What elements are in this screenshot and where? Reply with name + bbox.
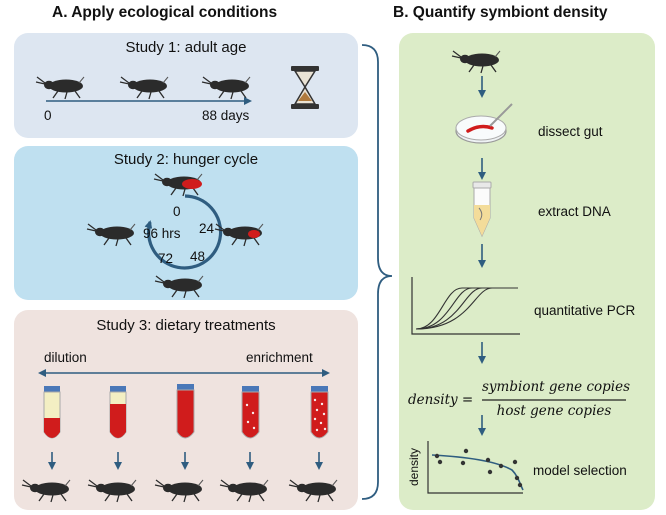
bug-diet-5: [288, 479, 338, 503]
formula-denominator: host gene copies: [496, 403, 612, 419]
vial-4: [241, 386, 260, 439]
vial-to-bug-arrows: [48, 452, 323, 470]
enrichment-label: enrichment: [246, 350, 313, 365]
qpcr-plot: [411, 277, 520, 335]
study1-title: Study 1: adult age: [125, 39, 247, 56]
bug-day88: [201, 76, 251, 100]
bug-mid: [119, 76, 169, 100]
study2-panel: [14, 146, 358, 300]
hunger-cycle-arrow: [144, 194, 223, 270]
hourglass-icon: [291, 66, 319, 109]
vial-5: [310, 386, 329, 439]
cycle-tick-48: 48: [190, 249, 206, 264]
header-left: A. Apply ecological conditions: [52, 4, 278, 21]
model-plot-ylabel: density: [407, 447, 422, 487]
bug-diet-3: [154, 479, 204, 503]
step-extract-label: extract DNA: [538, 204, 611, 219]
age-start-label: 0: [44, 108, 52, 123]
dna-tube-icon: [472, 181, 492, 238]
vial-2: [109, 386, 127, 439]
formula-lhs: density =: [408, 392, 474, 408]
bug-96hrs: [86, 223, 136, 247]
study2-title: Study 2: hunger cycle: [113, 151, 259, 168]
formula-numerator: symbiont gene copies: [482, 379, 631, 395]
header-right: B. Quantify symbiont density: [393, 4, 608, 21]
petri-dish-icon: [455, 103, 513, 144]
cycle-tick-0: 0: [173, 204, 181, 219]
bug-day0: [35, 76, 85, 100]
bug-diet-1: [21, 479, 71, 503]
bug-diet-2: [87, 479, 137, 503]
bug-diet-4: [219, 479, 269, 503]
study3-title: Study 3: dietary treatments: [96, 317, 276, 334]
dilution-label: dilution: [44, 350, 87, 365]
bug-fed: [153, 173, 203, 197]
step-dissect-label: dissect gut: [538, 124, 603, 139]
bug-48hrs: [154, 275, 204, 299]
cycle-center-label: 96 hrs: [143, 226, 181, 241]
cycle-tick-72: 72: [158, 251, 174, 266]
vial-3: [176, 384, 195, 439]
model-plot: [427, 441, 524, 494]
step-model-label: model selection: [533, 463, 627, 478]
vial-1: [43, 386, 61, 439]
step-qpcr-label: quantitative PCR: [534, 303, 636, 318]
cycle-tick-24: 24: [199, 221, 215, 236]
bug-sample: [451, 50, 501, 74]
bug-24hrs: [214, 223, 264, 247]
age-end-label: 88 days: [202, 108, 250, 123]
quantify-panel: [399, 33, 655, 510]
connecting-brace: [361, 44, 393, 500]
